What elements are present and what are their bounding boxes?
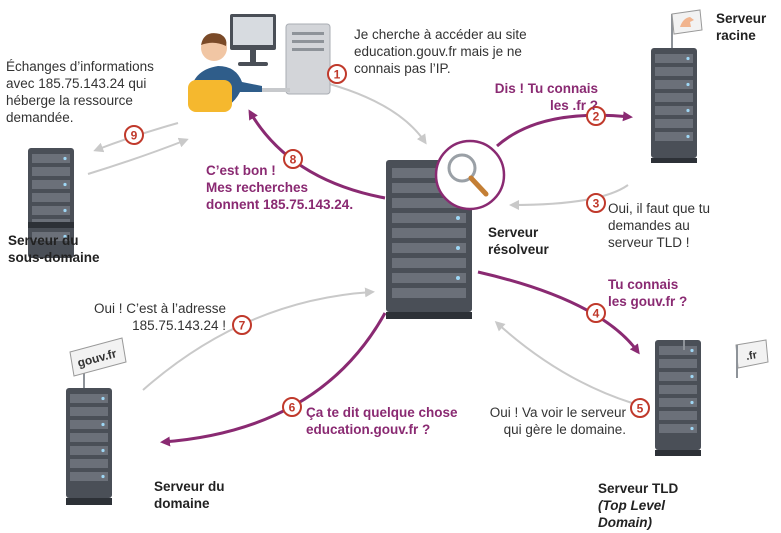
step-8-text: C’est bon ! Mes recherches donnent 185.7…	[206, 163, 354, 212]
arrow-step-8	[248, 109, 386, 200]
svg-text:1: 1	[334, 68, 341, 82]
step-5-text: Oui ! Va voir le serveur qui gère le dom…	[489, 405, 626, 437]
arrow-step-5	[494, 320, 633, 404]
domain-server	[66, 337, 127, 505]
badge-step-3: 3	[586, 193, 606, 213]
svg-text:7: 7	[239, 319, 246, 333]
arrow-step-9-out	[87, 137, 189, 175]
root-server	[651, 9, 703, 163]
tld-server	[655, 339, 769, 456]
step-3-text: Oui, il faut que tu demandes au serveur …	[608, 201, 711, 250]
root-server-label: Serveur racine	[716, 11, 767, 43]
arrow-step-3	[509, 184, 629, 210]
badge-step-2: 2	[586, 106, 606, 126]
svg-text:9: 9	[131, 129, 138, 143]
arrow-step-4	[477, 270, 640, 355]
tld-server-label: Serveur TLD	[598, 481, 679, 496]
svg-text:6: 6	[289, 401, 296, 415]
badge-step-9: 9	[124, 125, 144, 145]
subdomain-server-label: Serveur du sous-domaine	[8, 233, 100, 265]
tld-server-sublabel: (Top Level Domain)	[598, 498, 666, 530]
badge-step-4: 4	[586, 303, 606, 323]
subdomain-server	[28, 148, 74, 258]
step-badges: 1 2 3 4 5 6 7 8 9	[124, 64, 650, 418]
user-computer-icon	[188, 14, 331, 112]
svg-text:5: 5	[637, 402, 644, 416]
step-9-text: Échanges d’informations avec 185.75.143.…	[6, 59, 154, 125]
svg-text:3: 3	[593, 197, 600, 211]
arrows	[87, 77, 640, 447]
tld-flag-label: .fr	[745, 349, 759, 363]
step-6-text: Ça te dit quelque chose education.gouv.f…	[306, 405, 458, 437]
svg-text:2: 2	[593, 110, 600, 124]
arrow-step-7	[142, 287, 375, 391]
resolver-server	[386, 139, 506, 319]
magnifier-bubble	[434, 139, 506, 211]
badge-step-8: 8	[283, 149, 303, 169]
arrow-step-2	[496, 111, 633, 148]
step-4-text: Tu connais les gouv.fr ?	[608, 277, 688, 309]
domain-server-label: Serveur du domaine	[154, 479, 225, 511]
muscle-flag-icon	[680, 17, 694, 27]
badge-step-7: 7	[232, 315, 252, 335]
svg-text:8: 8	[290, 153, 297, 167]
svg-text:4: 4	[593, 307, 600, 321]
step-7-text: Oui ! C’est à l’adresse 185.75.143.24 !	[93, 301, 226, 333]
step-2-text: Dis ! Tu connais les .fr ?	[494, 81, 598, 113]
magnifier-icon	[447, 153, 477, 183]
badge-step-1: 1	[327, 64, 347, 84]
badge-step-6: 6	[282, 397, 302, 417]
badge-step-5: 5	[630, 398, 650, 418]
step-1-text: Je cherche à accéder au site education.g…	[354, 27, 527, 76]
resolver-server-label: Serveur résolveur	[488, 225, 549, 257]
